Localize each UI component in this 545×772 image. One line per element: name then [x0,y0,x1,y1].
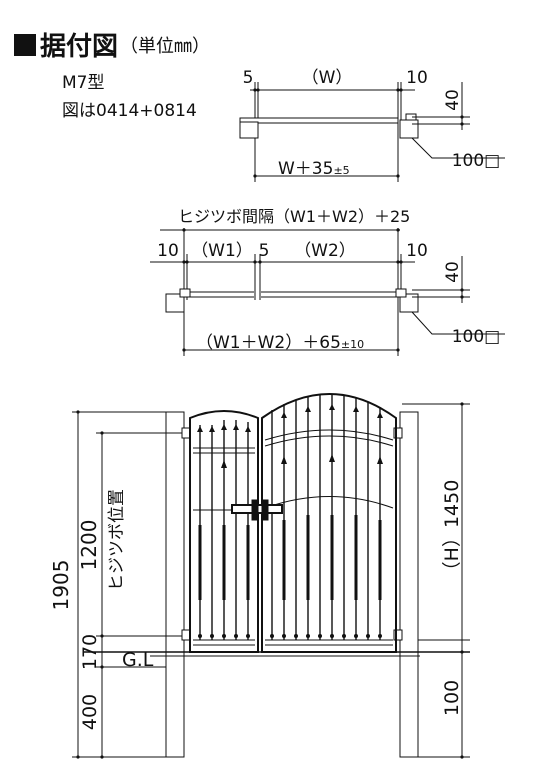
dg-width2: （W2） [294,241,356,261]
finials [76,402,464,759]
sg-overall: W＋35±5 [278,159,350,179]
figure-note: 図は0414+0814 [62,101,197,121]
dg-width1: （W1） [191,241,253,261]
elevation-view [72,393,470,758]
elev-base-height: 100 [441,680,463,716]
elev-embed-depth: 400 [79,694,101,730]
unit-note: （単位㎜） [120,35,211,57]
page-title: 据付図 （単位㎜） [14,26,210,63]
sg-post-size: 100□ [452,151,501,171]
elev-hinge-label: ヒジツボ位置 [107,489,127,591]
elev-ground: G.L [122,649,154,671]
dg-center-gap: 5 [259,241,270,261]
sg-left-gap: 5 [243,68,254,88]
title-text: 据付図 [40,32,119,62]
dg-right-gap: 10 [406,241,428,261]
right-post [399,411,419,758]
sg-right-gap: 10 [406,68,428,88]
sg-width: （W） [302,68,353,88]
dg-left-gap: 10 [157,241,179,261]
title-square-icon [14,33,36,56]
single-gate-dim-dots [253,88,464,178]
sg-depth: 40 [443,89,463,111]
elev-hinge-height: 1200 [77,520,101,571]
dg-hinge-pitch: ヒジツボ間隔（W1＋W2）＋25 [178,207,410,226]
elev-total-height: 1905 [49,560,73,611]
model-label: M7型 [62,73,105,93]
dg-overall: （W1＋W2）＋65±10 [196,333,364,353]
dg-depth: 40 [443,261,463,283]
dg-post-size: 100□ [452,327,501,347]
double-gate-dim-dots [182,228,464,352]
single-gate-plan [239,82,505,182]
elev-gate-height: （H）1450 [441,480,463,581]
elev-bottom-clear: 170 [79,634,101,670]
left-post [165,411,185,758]
